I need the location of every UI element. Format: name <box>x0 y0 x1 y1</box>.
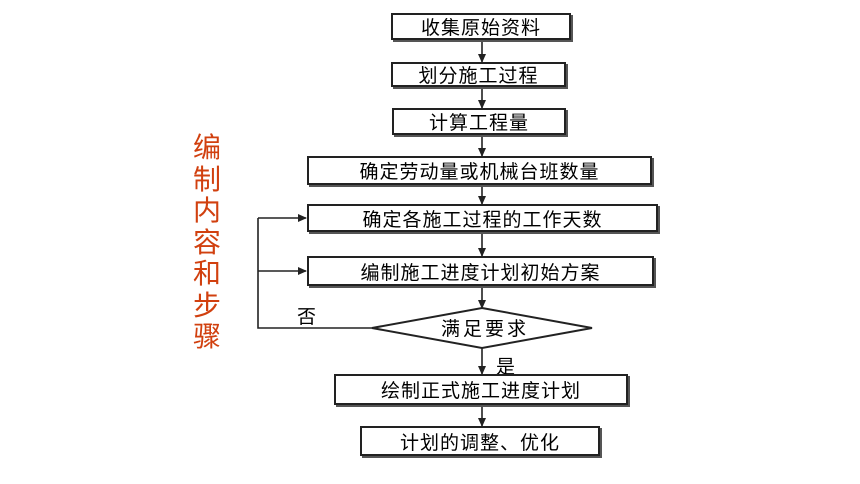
step-collect-data: 收集原始资料 <box>391 13 571 40</box>
step-calc-quantity: 计算工程量 <box>392 108 566 135</box>
branch-yes-label: 是 <box>496 356 516 378</box>
step-labor-quantity: 确定劳动量或机械台班数量 <box>307 156 652 185</box>
feedback-line <box>257 218 372 329</box>
step-divide-process: 划分施工过程 <box>391 62 566 87</box>
step-work-days: 确定各施工过程的工作天数 <box>307 204 658 232</box>
decision-label: 满足要求 <box>440 317 529 340</box>
decision-diamond <box>371 306 593 350</box>
step-final-plan: 绘制正式施工进度计划 <box>334 374 628 405</box>
side-title: 编制内容和步骤 <box>192 131 221 353</box>
step-initial-plan: 编制施工进度计划初始方案 <box>307 256 654 286</box>
step-adjust-optimize: 计划的调整、优化 <box>360 426 600 456</box>
branch-no-label: 否 <box>297 306 317 328</box>
